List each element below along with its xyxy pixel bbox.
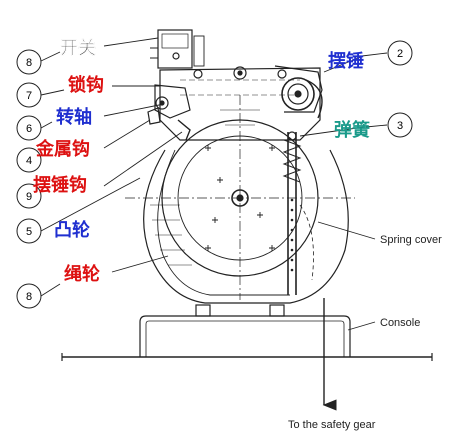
marker-metal-hook: 4 bbox=[16, 147, 42, 173]
annotation-safety-gear: To the safety gear bbox=[288, 419, 376, 431]
svg-text:4: 4 bbox=[26, 155, 32, 167]
cam-bolts bbox=[205, 145, 275, 251]
machine-drawing bbox=[61, 29, 433, 411]
marker-rope-wheel: 8 bbox=[16, 283, 42, 309]
rope-wheel-housing bbox=[143, 149, 349, 304]
label-rotating-shaft: 转轴 bbox=[56, 106, 92, 128]
swing-hammer-part bbox=[274, 65, 323, 119]
leader-lines bbox=[31, 37, 388, 331]
annotation-spring-cover: Spring cover bbox=[380, 234, 442, 246]
marker-spring: 3 bbox=[387, 112, 413, 138]
switch-body bbox=[150, 29, 205, 69]
lock-hook-part bbox=[147, 84, 191, 141]
spring-rod bbox=[282, 131, 314, 295]
label-cam: 凸轮 bbox=[54, 219, 90, 241]
svg-text:5: 5 bbox=[26, 226, 32, 238]
svg-text:2: 2 bbox=[397, 48, 403, 60]
label-swing-hammer: 摆锤 bbox=[328, 50, 364, 72]
svg-text:6: 6 bbox=[26, 123, 32, 135]
number-markers: 8 2 7 6 3 4 9 5 bbox=[16, 40, 413, 309]
spring-cover-dots bbox=[290, 198, 294, 272]
svg-text:7: 7 bbox=[26, 90, 32, 102]
label-switch: 开关 bbox=[60, 37, 96, 59]
svg-text:3: 3 bbox=[397, 120, 403, 132]
marker-rotating-shaft: 6 bbox=[16, 115, 42, 141]
label-spring: 弹簧 bbox=[334, 119, 370, 141]
marker-cam: 5 bbox=[16, 218, 42, 244]
console-base bbox=[61, 304, 433, 361]
svg-text:8: 8 bbox=[26, 291, 32, 303]
label-metal-hook: 金属钩 bbox=[35, 138, 90, 160]
marker-lock-hook: 7 bbox=[16, 82, 42, 108]
part-labels: 开关 摆锤 锁钩 转轴 弹簧 金属钩 摆锤钩 凸轮 绳轮 bbox=[33, 37, 370, 285]
annotation-console: Console bbox=[380, 317, 420, 329]
english-annotations: Spring cover Console To the safety gear bbox=[288, 234, 442, 431]
label-rope-wheel: 绳轮 bbox=[64, 263, 100, 285]
svg-text:9: 9 bbox=[26, 191, 32, 203]
svg-text:8: 8 bbox=[26, 57, 32, 69]
label-swing-hammer-hook: 摆锤钩 bbox=[33, 174, 87, 196]
label-lock-hook: 锁钩 bbox=[68, 74, 104, 96]
marker-switch: 8 bbox=[16, 49, 42, 75]
marker-swing-hammer-hook: 9 bbox=[16, 183, 42, 209]
cam-disc bbox=[125, 95, 355, 300]
marker-swing-hammer: 2 bbox=[387, 40, 413, 66]
